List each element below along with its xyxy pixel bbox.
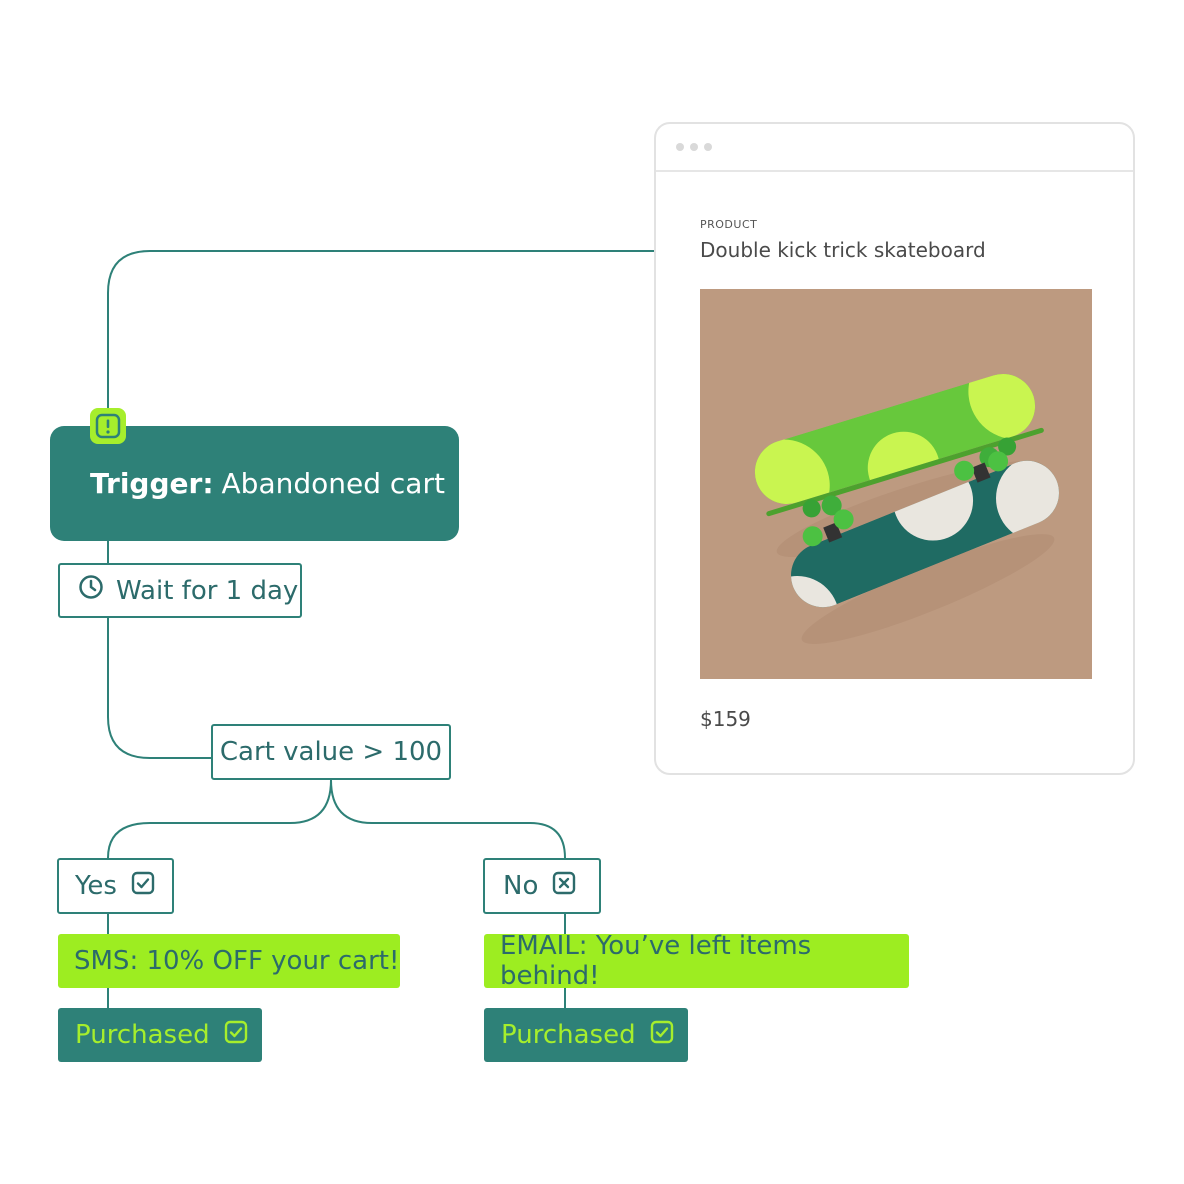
branch-no-node[interactable]: No: [483, 858, 601, 914]
trigger-node[interactable]: Trigger: Abandoned cart: [50, 426, 459, 541]
alert-icon: [90, 408, 126, 444]
window-dot: [704, 143, 712, 151]
purchased-no-label: Purchased: [501, 1020, 636, 1050]
window-dot: [676, 143, 684, 151]
product-eyebrow: PRODUCT: [700, 218, 758, 231]
window-bar: [656, 124, 1133, 172]
email-action-node[interactable]: EMAIL: You’ve left items behind!: [484, 931, 909, 991]
purchased-no-node[interactable]: Purchased: [484, 1008, 688, 1062]
checkbox-x-icon: [552, 871, 576, 902]
condition-node[interactable]: Cart value > 100: [211, 724, 451, 780]
email-action-label: EMAIL: You’ve left items behind!: [500, 931, 812, 991]
product-image[interactable]: [700, 289, 1092, 679]
product-price: $159: [700, 707, 751, 731]
purchased-yes-label: Purchased: [75, 1020, 210, 1050]
checkbox-check-icon: [131, 871, 155, 902]
product-card[interactable]: PRODUCT Double kick trick skateboard: [654, 122, 1135, 775]
sms-action-label: SMS: 10% OFF your cart!: [74, 946, 400, 976]
wait-node[interactable]: Wait for 1 day: [58, 563, 302, 618]
branch-yes-node[interactable]: Yes: [57, 858, 174, 914]
trigger-value: Abandoned cart: [221, 467, 445, 500]
condition-label: Cart value > 100: [219, 737, 443, 767]
sms-action-node[interactable]: SMS: 10% OFF your cart!: [58, 934, 400, 988]
checkbox-check-icon: [224, 1020, 248, 1051]
connector-card-to-trigger: [107, 250, 654, 410]
checkbox-check-icon: [650, 1020, 674, 1051]
branch-yes-label: Yes: [75, 871, 117, 901]
window-dot: [690, 143, 698, 151]
connector-condition-to-no: [330, 779, 566, 859]
connector-condition-to-yes: [107, 779, 332, 859]
branch-no-label: No: [503, 871, 539, 901]
product-title: Double kick trick skateboard: [700, 238, 986, 262]
purchased-yes-node[interactable]: Purchased: [58, 1008, 262, 1062]
connector-wait-to-condition: [107, 618, 211, 759]
wait-label: Wait for 1 day: [116, 575, 299, 606]
trigger-label: Trigger:: [90, 467, 214, 500]
clock-icon: [78, 574, 104, 607]
